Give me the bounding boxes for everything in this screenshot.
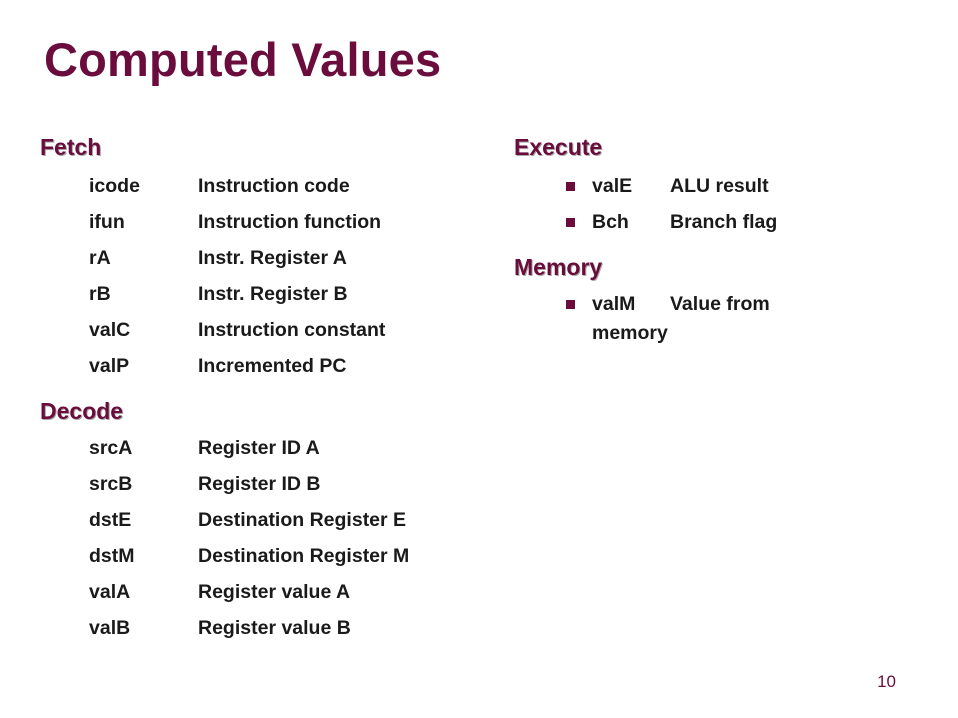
signal-name: valM	[592, 293, 636, 315]
signal-name: valB	[89, 617, 131, 639]
signal-name: valP	[89, 355, 130, 377]
signal-name: valA	[89, 581, 131, 603]
execute-heading: Execute	[514, 134, 603, 160]
signal-name: ifun	[89, 211, 125, 233]
decode-heading: Decode	[40, 398, 124, 424]
signal-description: Instruction code	[198, 175, 350, 197]
signal-name: srcB	[89, 473, 133, 495]
signal-description: Destination Register M	[198, 545, 410, 567]
page-number: 10	[877, 672, 896, 691]
bullet-icon	[566, 218, 575, 227]
bullet-icon	[566, 300, 575, 309]
fetch-heading: Fetch	[40, 134, 102, 160]
signal-description: Instr. Register B	[198, 283, 348, 305]
signal-description-continuation: memory	[592, 322, 668, 344]
signal-description: ALU result	[670, 175, 769, 197]
slide-title: Computed Values	[44, 33, 442, 86]
signal-description: Register ID A	[198, 437, 320, 459]
signal-description: Branch flag	[670, 211, 778, 233]
signal-name: rB	[89, 283, 111, 305]
signal-name: valC	[89, 319, 131, 341]
signal-description: Value from	[670, 293, 770, 315]
signal-description: Register ID B	[198, 473, 321, 495]
signal-description: Destination Register E	[198, 509, 407, 531]
signal-description: Register value B	[198, 617, 351, 639]
signal-description: Instruction function	[198, 211, 382, 233]
signal-name: Bch	[592, 211, 629, 233]
signal-name: srcA	[89, 437, 133, 459]
memory-heading: Memory	[514, 254, 603, 280]
bullet-icon	[566, 182, 575, 191]
signal-name: rA	[89, 247, 111, 269]
signal-description: Incremented PC	[198, 355, 347, 377]
signal-name: dstM	[89, 545, 135, 567]
signal-name: dstE	[89, 509, 132, 531]
signal-description: Register value A	[198, 581, 351, 603]
signal-description: Instruction constant	[198, 319, 386, 341]
signal-description: Instr. Register A	[198, 247, 347, 269]
signal-name: icode	[89, 175, 140, 197]
signal-name: valE	[592, 175, 633, 197]
